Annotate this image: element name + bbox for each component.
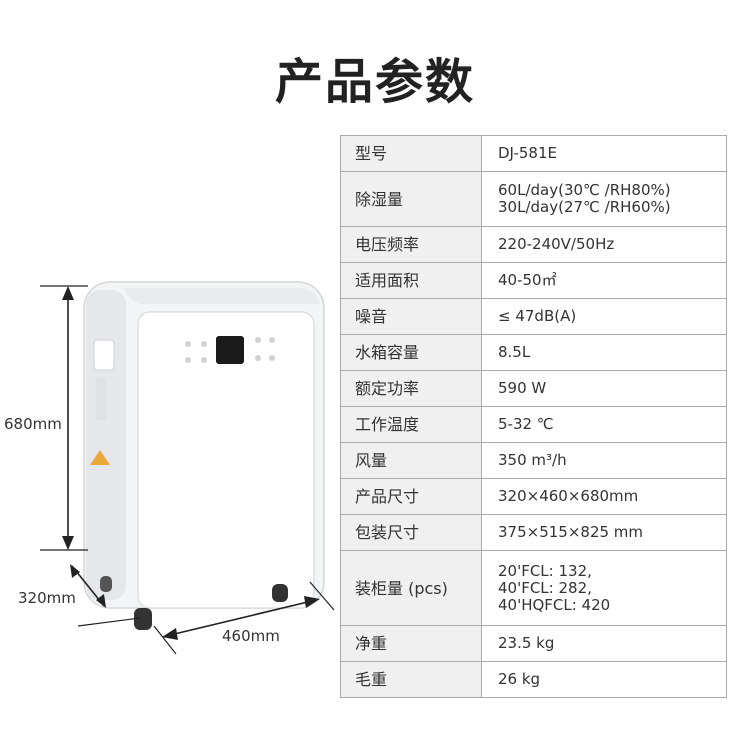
spec-key: 额定功率 bbox=[341, 371, 482, 407]
spec-value-line: 40'HQFCL: 420 bbox=[498, 597, 726, 614]
spec-row: 适用面积 40-50㎡ bbox=[341, 263, 727, 299]
spec-row: 产品尺寸 320×460×680mm bbox=[341, 479, 727, 515]
spec-value: 5-32 ℃ bbox=[482, 407, 727, 443]
spec-value-line: 40-50㎡ bbox=[498, 272, 726, 289]
spec-value-line: 5-32 ℃ bbox=[498, 416, 726, 433]
spec-row: 型号 DJ-581E bbox=[341, 136, 727, 172]
spec-value: 8.5L bbox=[482, 335, 727, 371]
spec-value-line: 375×515×825 mm bbox=[498, 524, 726, 541]
spec-value-line: 590 W bbox=[498, 380, 726, 397]
spec-value: 26 kg bbox=[482, 662, 727, 698]
spec-key: 净重 bbox=[341, 626, 482, 662]
spec-value: 40-50㎡ bbox=[482, 263, 727, 299]
spec-row: 净重 23.5 kg bbox=[341, 626, 727, 662]
spec-value-line: 26 kg bbox=[498, 671, 726, 688]
spec-row: 电压频率 220-240V/50Hz bbox=[341, 227, 727, 263]
spec-row: 包装尺寸 375×515×825 mm bbox=[341, 515, 727, 551]
spec-value-line: DJ-581E bbox=[498, 145, 726, 162]
spec-row: 噪音 ≤ 47dB(A) bbox=[341, 299, 727, 335]
spec-value-line: 220-240V/50Hz bbox=[498, 236, 726, 253]
spec-value: 220-240V/50Hz bbox=[482, 227, 727, 263]
spec-row: 除湿量60L/day(30℃ /RH80%)30L/day(27℃ /RH60%… bbox=[341, 172, 727, 227]
spec-value-line: 320×460×680mm bbox=[498, 488, 726, 505]
spec-value: 23.5 kg bbox=[482, 626, 727, 662]
depth-label: 320mm bbox=[18, 589, 76, 607]
spec-value: 350 m³/h bbox=[482, 443, 727, 479]
spec-value: DJ-581E bbox=[482, 136, 727, 172]
spec-key: 产品尺寸 bbox=[341, 479, 482, 515]
spec-row: 水箱容量 8.5L bbox=[341, 335, 727, 371]
page-title: 产品参数 bbox=[0, 42, 750, 112]
spec-row: 额定功率 590 W bbox=[341, 371, 727, 407]
spec-table: 型号DJ-581E除湿量60L/day(30℃ /RH80%)30L/day(2… bbox=[340, 135, 727, 698]
spec-key: 除湿量 bbox=[341, 172, 482, 227]
spec-row: 风量 350 m³/h bbox=[341, 443, 727, 479]
spec-value-line: 30L/day(27℃ /RH60%) bbox=[498, 199, 726, 216]
spec-value: 60L/day(30℃ /RH80%)30L/day(27℃ /RH60%) bbox=[482, 172, 727, 227]
spec-key: 风量 bbox=[341, 443, 482, 479]
spec-key: 装柜量 (pcs) bbox=[341, 551, 482, 626]
spec-value: 20'FCL: 132,40'FCL: 282,40'HQFCL: 420 bbox=[482, 551, 727, 626]
spec-value: 375×515×825 mm bbox=[482, 515, 727, 551]
width-label: 460mm bbox=[222, 627, 280, 645]
spec-value: 320×460×680mm bbox=[482, 479, 727, 515]
spec-value-line: ≤ 47dB(A) bbox=[498, 308, 726, 325]
spec-row: 工作温度 5-32 ℃ bbox=[341, 407, 727, 443]
spec-row: 毛重 26 kg bbox=[341, 662, 727, 698]
spec-value: ≤ 47dB(A) bbox=[482, 299, 727, 335]
spec-value-line: 20'FCL: 132, bbox=[498, 563, 726, 580]
spec-key: 水箱容量 bbox=[341, 335, 482, 371]
spec-key: 电压频率 bbox=[341, 227, 482, 263]
spec-key: 适用面积 bbox=[341, 263, 482, 299]
spec-value-line: 40'FCL: 282, bbox=[498, 580, 726, 597]
spec-value-line: 23.5 kg bbox=[498, 635, 726, 652]
spec-value-line: 8.5L bbox=[498, 344, 726, 361]
spec-key: 型号 bbox=[341, 136, 482, 172]
spec-key: 噪音 bbox=[341, 299, 482, 335]
spec-key: 毛重 bbox=[341, 662, 482, 698]
spec-value: 590 W bbox=[482, 371, 727, 407]
spec-key: 工作温度 bbox=[341, 407, 482, 443]
spec-row: 装柜量 (pcs)20'FCL: 132,40'FCL: 282,40'HQFC… bbox=[341, 551, 727, 626]
spec-value-line: 350 m³/h bbox=[498, 452, 726, 469]
spec-key: 包装尺寸 bbox=[341, 515, 482, 551]
height-label: 680mm bbox=[4, 415, 62, 433]
spec-value-line: 60L/day(30℃ /RH80%) bbox=[498, 182, 726, 199]
